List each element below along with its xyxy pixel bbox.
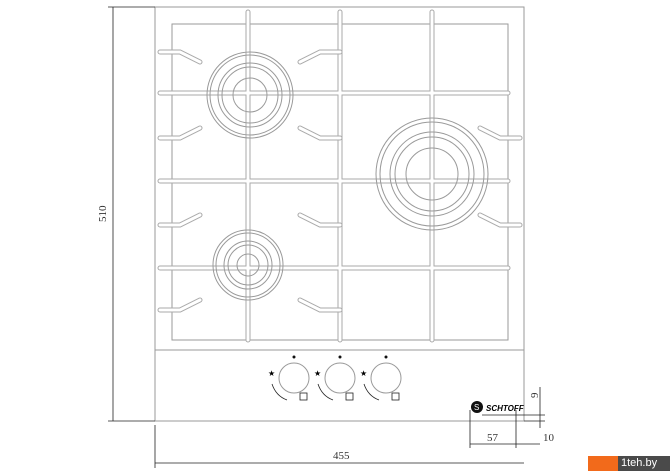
svg-text:S: S <box>474 403 479 412</box>
svg-text:★: ★ <box>360 369 367 378</box>
dimension-lines <box>108 6 545 468</box>
burner-small <box>212 229 284 301</box>
watermark-text: 1teh.by <box>618 456 670 471</box>
brand-logo: S SCHTOFF <box>471 401 525 413</box>
knob-left[interactable]: ★ <box>268 355 310 401</box>
dimension-height: 510 <box>97 205 109 222</box>
dimension-logo-offset: 57 <box>487 432 499 444</box>
burner-medium <box>206 51 294 139</box>
dimension-width: 455 <box>333 450 350 462</box>
burner-large <box>375 117 489 231</box>
grate-bars <box>157 9 523 343</box>
dimension-logo-edge: 10 <box>543 432 555 444</box>
svg-text:★: ★ <box>268 369 275 378</box>
brand-name: SCHTOFF <box>486 404 525 413</box>
watermark-accent <box>588 456 618 471</box>
dimension-logo-height: 9 <box>529 392 541 398</box>
hob-outline <box>154 6 525 422</box>
knob-middle[interactable]: ★ <box>314 355 356 401</box>
watermark: 1teh.by <box>588 456 670 471</box>
svg-text:★: ★ <box>314 369 321 378</box>
knob-right[interactable]: ★ <box>360 355 402 401</box>
